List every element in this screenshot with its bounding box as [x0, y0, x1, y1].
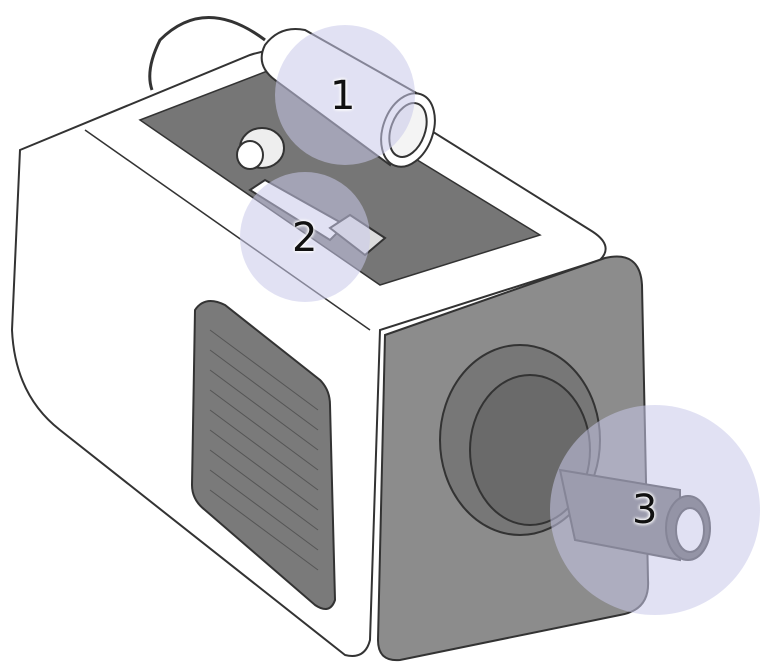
- highlight-circle-3: [550, 405, 760, 615]
- highlight-circle-1: [275, 25, 415, 165]
- callout-3: 3: [632, 487, 658, 533]
- probe-cable: [148, 16, 266, 91]
- highlight-circle-2: [240, 172, 370, 302]
- knob-face: [236, 140, 264, 170]
- side-grille: [190, 300, 337, 610]
- callout-2: 2: [292, 215, 318, 261]
- callout-1: 1: [330, 73, 356, 119]
